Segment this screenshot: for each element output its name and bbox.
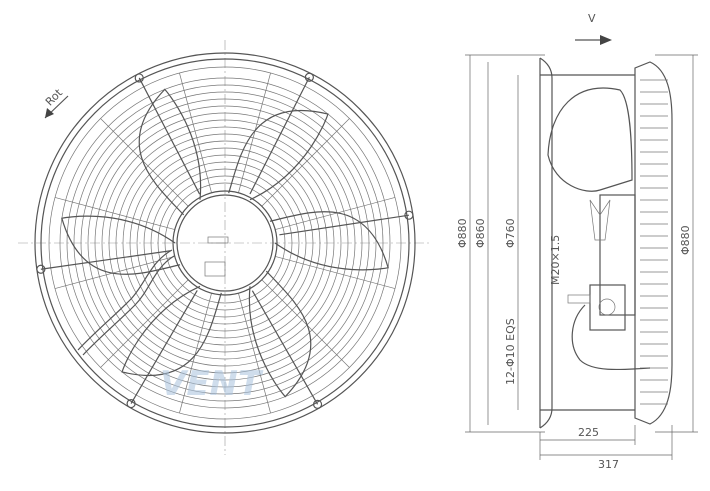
guard-spoke [100, 279, 189, 368]
impeller-blade-side [547, 87, 633, 192]
bracket-bolt [36, 264, 46, 274]
dim-label-d860: Φ860 [474, 218, 487, 248]
rotation-arrow [44, 95, 69, 119]
dim-label-thread: M20×1.5 [549, 235, 562, 285]
guard-ring [164, 182, 286, 304]
guard-spoke [179, 293, 212, 414]
motor-hub-ring [172, 190, 278, 296]
impeller-blade [138, 88, 202, 216]
guard-ring [108, 126, 342, 360]
terminal-box-gland [598, 298, 616, 316]
guard-spoke [261, 118, 350, 207]
power-cable-outline [82, 255, 175, 356]
mounting-bracket [249, 76, 310, 195]
impeller-blades [61, 88, 389, 398]
guard-spoke [179, 72, 212, 193]
impeller-blade [269, 211, 389, 271]
mounting-bracket [138, 77, 201, 195]
guard-ring [80, 98, 370, 388]
mounting-bracket [40, 250, 171, 270]
hub-nameplate [207, 236, 229, 244]
dim-label-d760: Φ760 [504, 218, 517, 248]
guard-ring [122, 140, 328, 346]
guard-spoke [275, 256, 396, 289]
guard-ring [150, 168, 300, 318]
housing-inlet-profile [539, 57, 553, 429]
bracket-bolt [134, 73, 144, 83]
terminal-box [589, 284, 626, 331]
dim-label-225: 225 [578, 426, 599, 439]
mounting-bracket [251, 290, 319, 405]
mounting-bracket [279, 214, 410, 236]
rotation-label: Rot [43, 86, 66, 109]
hub-terminal-plate [204, 261, 226, 277]
cable-gland [567, 294, 591, 304]
mounting-bracket [130, 290, 198, 404]
guard-spoke [238, 293, 271, 414]
dim-label-d880-right: Φ880 [679, 225, 692, 255]
impeller-blade [228, 109, 329, 201]
guard-ring [87, 105, 363, 381]
dimensions: Φ880 Φ860 Φ760 M20×1.5 12-Φ10 EQS Φ880 2… [456, 54, 698, 471]
side-guard-wires [640, 79, 668, 405]
view-label: V [588, 12, 596, 25]
side-guard [634, 61, 673, 425]
dim-label-holes: 12-Φ10 EQS [504, 318, 517, 385]
impeller-blade [121, 285, 222, 377]
guard-ring [73, 91, 377, 395]
guard-spoke [100, 118, 189, 207]
motor-body [599, 194, 636, 316]
bracket-bolt [312, 399, 323, 409]
dim-label-d880-left: Φ880 [456, 218, 469, 248]
guard-ring [136, 154, 314, 332]
guard-outer-ring [48, 66, 402, 420]
guard-spoke [54, 256, 175, 289]
dim-label-317: 317 [598, 458, 619, 471]
guard-spokes [54, 72, 396, 414]
view-arrow-head [600, 35, 612, 45]
power-cable [77, 249, 173, 351]
guard-spoke [54, 197, 175, 230]
guard-ring [59, 77, 391, 409]
guard-ring [157, 175, 293, 311]
guard-ring [143, 161, 307, 325]
flange-inner-ring [40, 58, 410, 428]
mounting-brackets [36, 72, 414, 409]
impeller-blade [248, 270, 312, 398]
guard-ring [101, 119, 349, 367]
side-view: V [539, 12, 673, 429]
watermark-logo: VENT [160, 364, 264, 404]
guard-ring [94, 112, 356, 374]
guard-spoke [275, 197, 396, 230]
guard-spoke [238, 72, 271, 193]
side-cable [571, 304, 651, 371]
guard-ring [129, 147, 321, 339]
guard-ring [66, 84, 384, 402]
front-view: Rot [18, 40, 432, 455]
bracket-bolt [404, 210, 414, 220]
bracket-bolt [304, 72, 314, 82]
impeller-blade [61, 215, 181, 275]
outer-flange-ring [34, 52, 416, 434]
guard-wire-rings [59, 77, 391, 409]
guard-ring [115, 133, 335, 353]
motor-hub [176, 194, 274, 292]
guard-spoke [261, 279, 350, 368]
impeller-hub-side [589, 199, 611, 241]
bracket-bolt [126, 398, 136, 409]
